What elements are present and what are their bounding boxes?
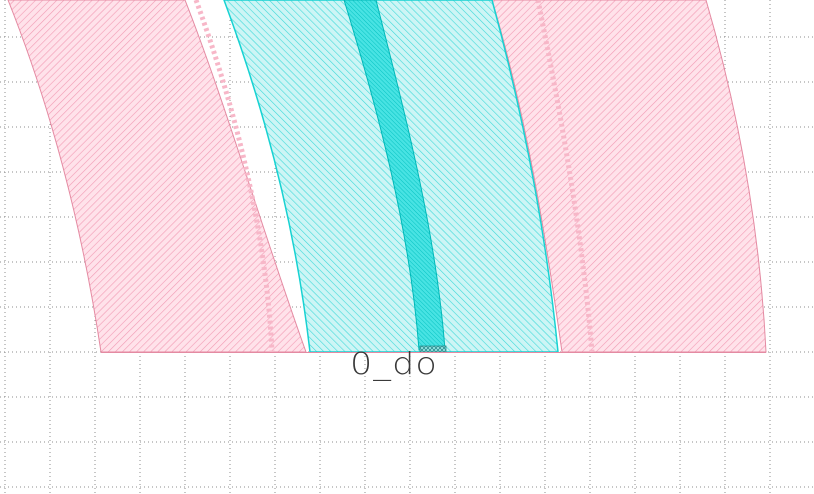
pink-dash-stripe-right — [535, 0, 595, 353]
pin-label: 0_do — [350, 347, 438, 382]
pink-dash-stripe-left — [193, 0, 275, 353]
